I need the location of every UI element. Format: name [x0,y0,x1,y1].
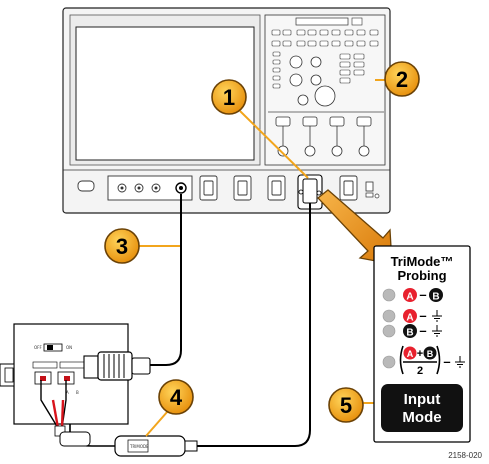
mode-a-glyph: A [406,292,413,303]
svg-text:1: 1 [223,85,235,110]
input-mode-label-line1: Input [404,391,441,408]
mode-op: – [443,354,450,369]
callout-2: 2 [384,61,420,97]
mode-a-single-ended: A – [382,308,442,324]
probe-tip-label-b: B [76,390,79,395]
mode-plus: + [417,348,423,360]
control-knobs [289,55,336,107]
callout-1-leader [239,110,309,179]
svg-text:4: 4 [170,385,183,410]
disk-drive [295,17,349,26]
vertical-channel-controls [275,116,372,157]
mode-op: – [419,287,426,302]
svg-text:5: 5 [340,393,352,418]
ground-icon [455,356,465,368]
channel-inputs [199,175,358,201]
callout-4: 4 [158,379,194,415]
probe-tip-leads [40,380,67,437]
callout-5: 5 [328,387,364,423]
mode-op: – [419,323,426,338]
svg-text:ON: ON [66,345,72,350]
mode-b-single-ended: B – [382,323,442,339]
control-buttons [271,29,379,89]
mode-op: – [419,308,426,323]
mode-indicator-led [382,324,396,338]
mode-indicator-led [382,288,396,302]
ground-icon [432,325,442,337]
callout-1: 1 [211,79,247,115]
panel-title-line1: TriMode™ [391,254,454,269]
probe-cable [185,203,311,447]
mode-common: A + B 2 – [382,345,465,377]
power-button [77,180,95,192]
input-mode-button: Input Mode [381,384,463,432]
mode-b-glyph: B [427,349,434,359]
mode-a-glyph: A [407,349,414,359]
svg-text:TRIMODE: TRIMODE [129,444,149,449]
mode-denominator: 2 [417,365,423,377]
mode-differential: A – B [382,287,443,303]
bnc-cable [150,194,182,366]
svg-text:3: 3 [116,234,128,259]
mode-a-glyph: A [406,313,413,324]
test-fixture: OFF ON A B [0,323,151,425]
callout-3: 3 [104,228,140,264]
trimode-probing-panel: TriMode™ Probing A – B A – [373,245,471,443]
ground-icon [432,310,442,322]
trimode-probe: TRIMODE [59,431,198,457]
panel-title-line2: Probing [397,268,446,283]
figure-id: 2158-020 [448,451,482,460]
mode-indicator-led [382,355,396,369]
svg-text:2: 2 [396,67,408,92]
probe-tip-label-a: A [66,390,69,395]
mode-b-glyph: B [406,328,413,339]
input-mode-label-line2: Mode [402,409,441,426]
mode-b-glyph: B [432,292,439,303]
mode-indicator-led [382,309,396,323]
svg-text:OFF: OFF [34,345,42,350]
